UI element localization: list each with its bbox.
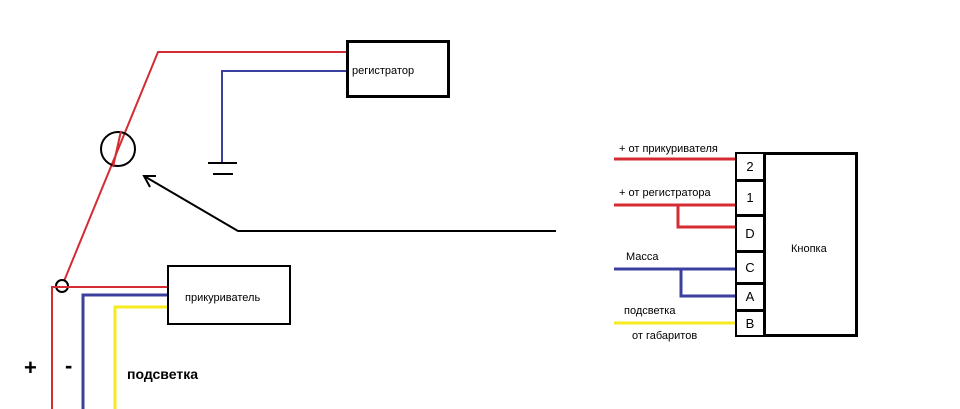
yellow-wire-lighter <box>113 305 168 409</box>
switch-symbol <box>100 131 136 167</box>
pin-d: D <box>735 215 765 252</box>
label-ground: Масса <box>626 251 659 263</box>
red-wire-registrar <box>61 51 348 287</box>
switch-contact <box>112 130 122 168</box>
pin-a: A <box>735 283 765 311</box>
pin-2: 2 <box>735 152 765 181</box>
minus-label: - <box>65 353 73 378</box>
registrar-label: регистратор <box>352 65 415 77</box>
lighter-label: прикуриватель <box>185 292 261 304</box>
backlight-main-label: подсветка <box>127 366 198 382</box>
label-from-registrar: + от регистратора <box>619 187 711 199</box>
blue-wire-lighter <box>81 293 168 409</box>
label-from-lighter: + от прикуривателя <box>619 143 718 155</box>
plus-label: + <box>24 355 37 380</box>
lighter-box: прикуриватель <box>167 265 291 325</box>
label-from-markers: от габаритов <box>632 330 698 342</box>
registrar-box: регистратор <box>346 40 450 98</box>
wire-jumper-c-a <box>679 269 735 298</box>
pin-b: B <box>735 310 765 337</box>
label-backlight: подсветка <box>624 305 676 317</box>
button-title: Кнопка <box>791 243 827 255</box>
arrow-head <box>142 175 156 188</box>
red-wire-lighter <box>51 286 168 409</box>
pointer-line <box>143 175 556 232</box>
pin-c: C <box>735 251 765 284</box>
blue-wire-registrar-ground <box>221 70 348 163</box>
button-module: Кнопка <box>763 152 858 337</box>
pin-1: 1 <box>735 180 765 216</box>
wire-jumper-1-d <box>676 205 735 229</box>
